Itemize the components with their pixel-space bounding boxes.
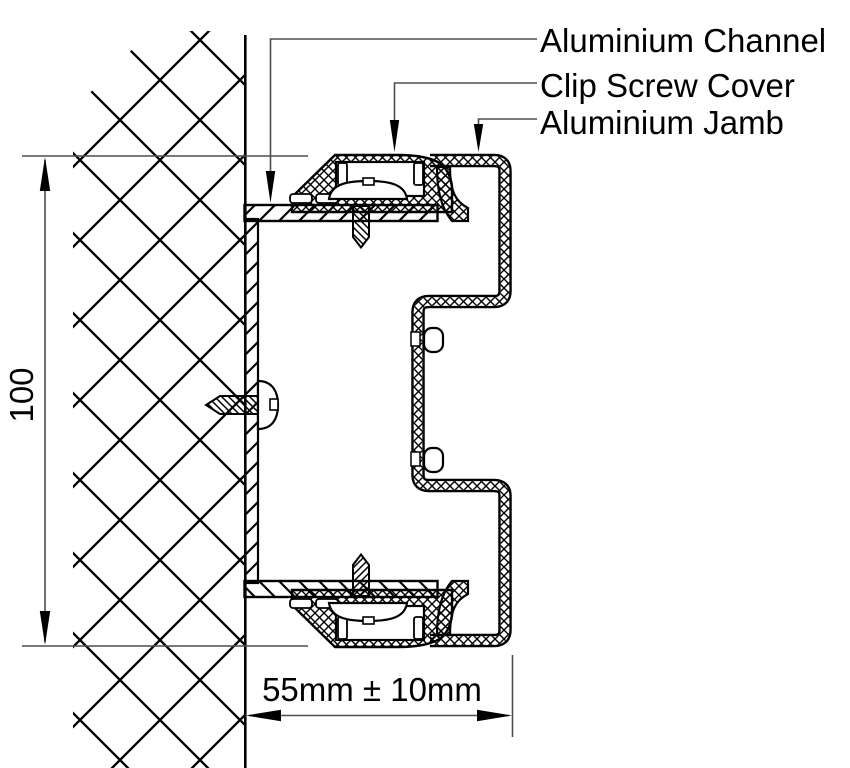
cover-clip-leg-right [413, 616, 424, 640]
arrow-up-icon [39, 157, 51, 191]
width-dimension: 55mm ± 10mm [246, 655, 514, 737]
arrow-left-icon [246, 709, 281, 722]
callout-labels: Aluminium Channel Clip Screw Cover Alumi… [540, 22, 826, 141]
leader-aluminium-jamb [477, 118, 537, 124]
screw-slot [362, 177, 375, 186]
label-clip-screw-cover: Clip Screw Cover [540, 67, 795, 104]
screw-shaft [352, 205, 370, 250]
jamb-core-white [413, 156, 510, 645]
leader-arrow-jamb-icon [473, 124, 484, 152]
leader-clip-screw-cover [393, 82, 537, 120]
bottom-assembly [243, 552, 470, 649]
jamb-notch-lower [410, 451, 421, 467]
height-dimension: 100 [3, 155, 308, 647]
height-dimension-text: 100 [3, 367, 40, 422]
clip-ear-upper [422, 326, 445, 354]
label-aluminium-jamb: Aluminium Jamb [540, 104, 784, 141]
label-aluminium-channel: Aluminium Channel [540, 22, 826, 59]
wall-fixing-screw [204, 379, 280, 431]
leader-arrowheads [265, 120, 484, 203]
arrow-right-icon [477, 709, 512, 722]
leader-arrow-channel-icon [265, 171, 276, 203]
cover-clip-leg-left [337, 162, 348, 186]
leader-lines [269, 38, 537, 183]
screw-shaft [352, 552, 370, 597]
jamb-outline [411, 153, 512, 648]
leader-aluminium-channel [269, 38, 537, 183]
aluminium-jamb-profile [410, 153, 512, 648]
clip-ear-lower [422, 446, 445, 474]
top-assembly [243, 153, 470, 250]
wall-hatch-trim [73, 31, 150, 110]
leader-arrow-cover-icon [389, 120, 400, 152]
screw-slot [269, 398, 279, 411]
cover-clip-leg-left [337, 616, 348, 640]
width-dimension-text: 55mm ± 10mm [262, 671, 482, 708]
cover-foot-left [289, 598, 313, 609]
screw-slot [362, 616, 375, 625]
jamb-notch-upper [410, 331, 421, 347]
cover-foot-left [289, 193, 313, 204]
cover-clip-leg-right [413, 162, 424, 186]
jamb-core-hatch [413, 156, 510, 645]
arrow-down-icon [39, 611, 51, 645]
